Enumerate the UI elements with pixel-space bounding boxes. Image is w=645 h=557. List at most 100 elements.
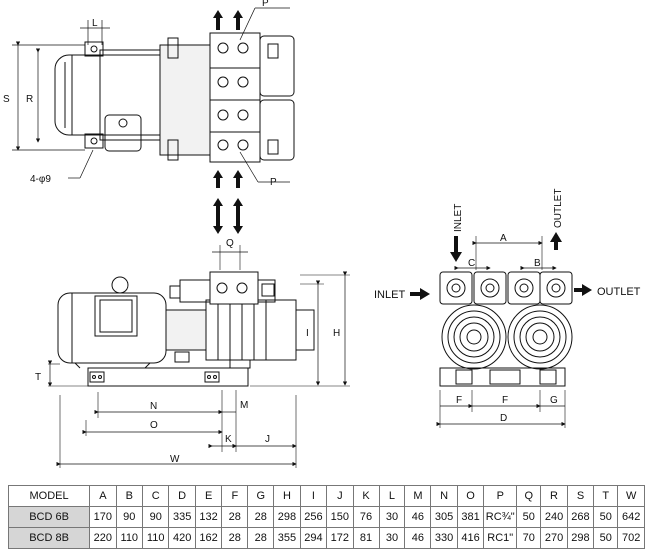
value-cell: 30 [378, 506, 406, 528]
value-cell: 294 [299, 527, 328, 549]
label-s: S [3, 94, 10, 105]
label-inlet: INLET [374, 289, 405, 301]
header-cell: I [299, 485, 328, 507]
side-view-arrows [410, 232, 592, 300]
value-cell: 28 [247, 506, 275, 528]
front-view [47, 245, 350, 468]
value-cell: 335 [168, 506, 196, 528]
value-cell: 46 [404, 527, 432, 549]
value-cell: 220 [89, 527, 117, 549]
label-t: T [35, 372, 41, 383]
specification-table: MODEL A B C D E F G H I J K L M N O P Q … [7, 485, 645, 549]
front-view-labels: Q T N M O K J W I H [35, 238, 340, 465]
value-cell: 46 [404, 506, 432, 528]
value-cell: 420 [168, 527, 196, 549]
label-f-left: F [456, 395, 462, 406]
value-cell: 642 [617, 506, 645, 528]
value-cell: 150 [326, 506, 354, 528]
label-k: K [225, 434, 232, 445]
value-cell: 330 [430, 527, 458, 549]
side-view [436, 236, 573, 428]
label-a: A [500, 233, 507, 244]
label-o: O [150, 420, 158, 431]
table-row: BCD 6B 170 90 90 335 132 28 28 298 256 1… [7, 506, 645, 528]
label-j: J [265, 434, 270, 445]
value-cell: 50 [593, 506, 619, 528]
label-outlet-vertical: OUTLET [553, 189, 564, 228]
label-m: M [240, 400, 248, 411]
header-cell: L [378, 485, 406, 507]
top-view [12, 7, 295, 183]
table-header-row: MODEL A B C D E F G H I J K L M N O P Q … [7, 485, 645, 507]
value-cell: 50 [516, 506, 542, 528]
label-c: C [468, 258, 475, 269]
header-cell: M [404, 485, 432, 507]
value-cell: RC¾" [483, 506, 518, 528]
value-cell: 28 [247, 527, 275, 549]
header-cell: K [352, 485, 380, 507]
label-r: R [26, 94, 33, 105]
label-n: N [150, 401, 157, 412]
header-cell: MODEL [7, 485, 91, 507]
header-cell: F [221, 485, 249, 507]
label-inlet-vertical: INLET [453, 204, 464, 232]
value-cell: 70 [516, 527, 542, 549]
header-cell: H [273, 485, 301, 507]
value-cell: 132 [194, 506, 223, 528]
value-cell: 298 [566, 527, 595, 549]
label-h: H [333, 328, 340, 339]
value-cell: 162 [194, 527, 223, 549]
label-q: Q [226, 238, 234, 249]
label-p-bottom: P [270, 177, 277, 188]
header-cell: O [456, 485, 485, 507]
header-cell: A [89, 485, 117, 507]
value-cell: 305 [430, 506, 458, 528]
label-i: I [306, 328, 309, 339]
value-cell: 170 [89, 506, 117, 528]
header-cell: G [247, 485, 275, 507]
value-cell: 28 [221, 527, 249, 549]
value-cell: 240 [540, 506, 568, 528]
value-cell: 268 [566, 506, 595, 528]
value-cell: 81 [352, 527, 380, 549]
value-cell: 110 [141, 527, 170, 549]
value-cell: 76 [352, 506, 380, 528]
header-cell: B [115, 485, 144, 507]
label-d: D [500, 413, 507, 424]
value-cell: 110 [115, 527, 144, 549]
header-cell: E [194, 485, 223, 507]
side-view-labels: INLET OUTLET INLET OUTLET A B C D F F G [374, 189, 641, 424]
value-cell: 416 [456, 527, 485, 549]
value-cell: 298 [273, 506, 301, 528]
label-w: W [170, 454, 180, 465]
value-cell: 381 [456, 506, 485, 528]
value-cell: 90 [141, 506, 170, 528]
top-view-labels: L S R P P 4-φ9 [3, 0, 277, 188]
label-b: B [534, 258, 541, 269]
header-cell: S [566, 485, 595, 507]
label-p-top: P [262, 0, 269, 9]
value-cell: 30 [378, 527, 406, 549]
value-cell: 270 [540, 527, 568, 549]
value-cell: 256 [299, 506, 328, 528]
pump-dimension-drawing: L S R P P 4-φ9 [3, 0, 641, 468]
header-cell: D [168, 485, 196, 507]
label-l: L [92, 18, 98, 29]
model-cell: BCD 8B [7, 527, 91, 549]
value-cell: 28 [221, 506, 249, 528]
label-g: G [550, 395, 558, 406]
table-row: BCD 8B 220 110 110 420 162 28 28 355 294… [7, 527, 645, 549]
header-cell: P [483, 485, 518, 507]
value-cell: 90 [115, 506, 144, 528]
header-cell: N [430, 485, 458, 507]
value-cell: 702 [617, 527, 645, 549]
label-f-mid: F [502, 395, 508, 406]
value-cell: RC1" [483, 527, 518, 549]
value-cell: 172 [326, 527, 354, 549]
header-cell: W [617, 485, 645, 507]
header-cell: Q [516, 485, 542, 507]
value-cell: 50 [593, 527, 619, 549]
value-cell: 355 [273, 527, 301, 549]
label-hole: 4-φ9 [30, 174, 51, 185]
header-cell: R [540, 485, 568, 507]
